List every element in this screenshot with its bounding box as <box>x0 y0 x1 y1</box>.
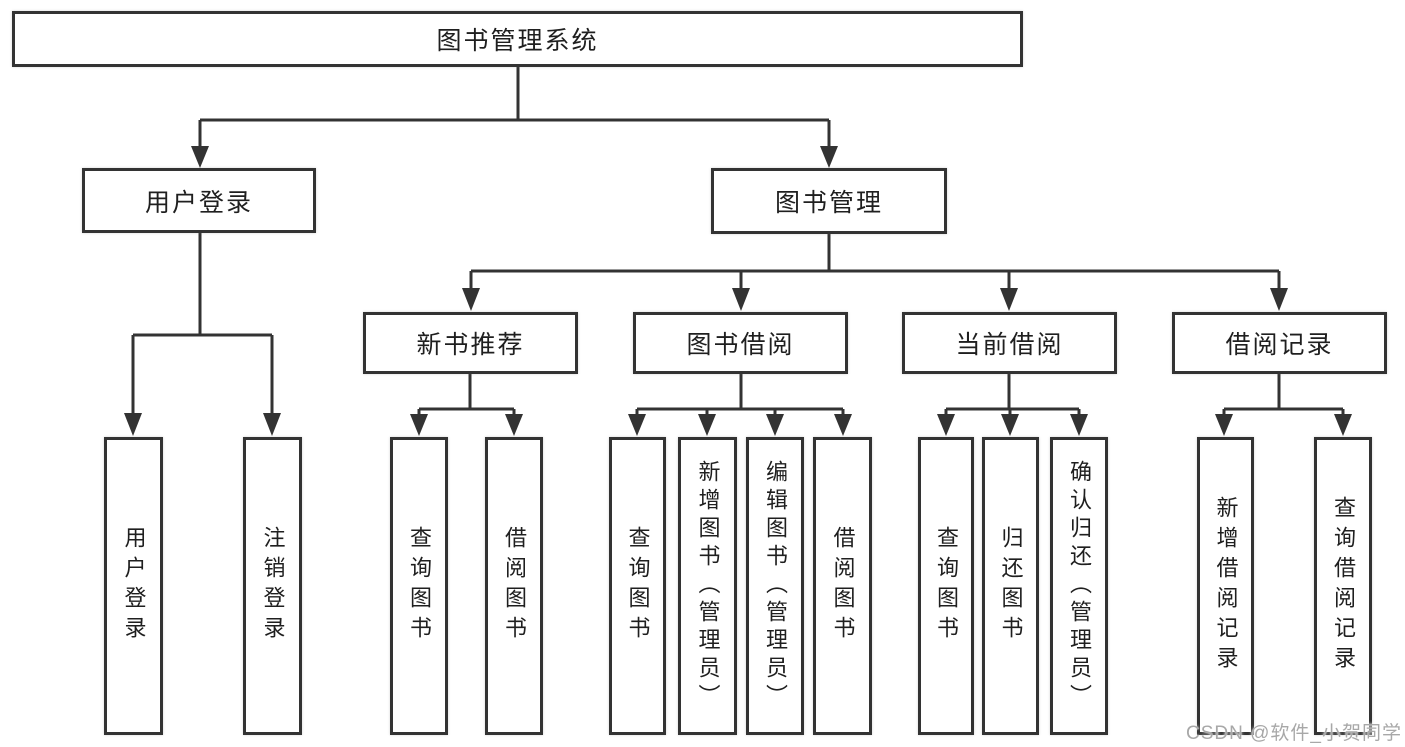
leaf-recommend-query-books: 查询图书 <box>390 437 448 735</box>
node-book-borrow: 图书借阅 <box>633 312 848 374</box>
node-borrow-records: 借阅记录 <box>1172 312 1387 374</box>
node-user-login-branch: 用户登录 <box>82 168 316 233</box>
csdn-watermark: CSDN @软件_小贺同学 <box>1186 723 1402 744</box>
arrowheads <box>124 146 1352 436</box>
leaf-borrow-query-books: 查询图书 <box>609 437 666 735</box>
leaf-current-return-books: 归还图书 <box>982 437 1039 735</box>
node-current-borrow: 当前借阅 <box>902 312 1117 374</box>
node-book-management-branch: 图书管理 <box>711 168 947 234</box>
leaf-borrow-borrow-books: 借阅图书 <box>813 437 872 735</box>
leaf-records-add-record: 新增借阅记录 <box>1197 437 1254 735</box>
leaf-current-confirm-return-admin: 确认归还（管理员） <box>1050 437 1108 735</box>
leaf-user-login: 用户登录 <box>104 437 163 735</box>
leaf-borrow-edit-books-admin: 编辑图书（管理员） <box>746 437 804 735</box>
leaf-borrow-add-books-admin: 新增图书（管理员） <box>678 437 737 735</box>
leaf-current-query-books: 查询图书 <box>918 437 974 735</box>
leaf-logout: 注销登录 <box>243 437 302 735</box>
node-new-book-recommend: 新书推荐 <box>363 312 578 374</box>
node-root-system: 图书管理系统 <box>12 11 1023 67</box>
leaf-records-query-record: 查询借阅记录 <box>1314 437 1372 735</box>
leaf-recommend-borrow-books: 借阅图书 <box>485 437 543 735</box>
